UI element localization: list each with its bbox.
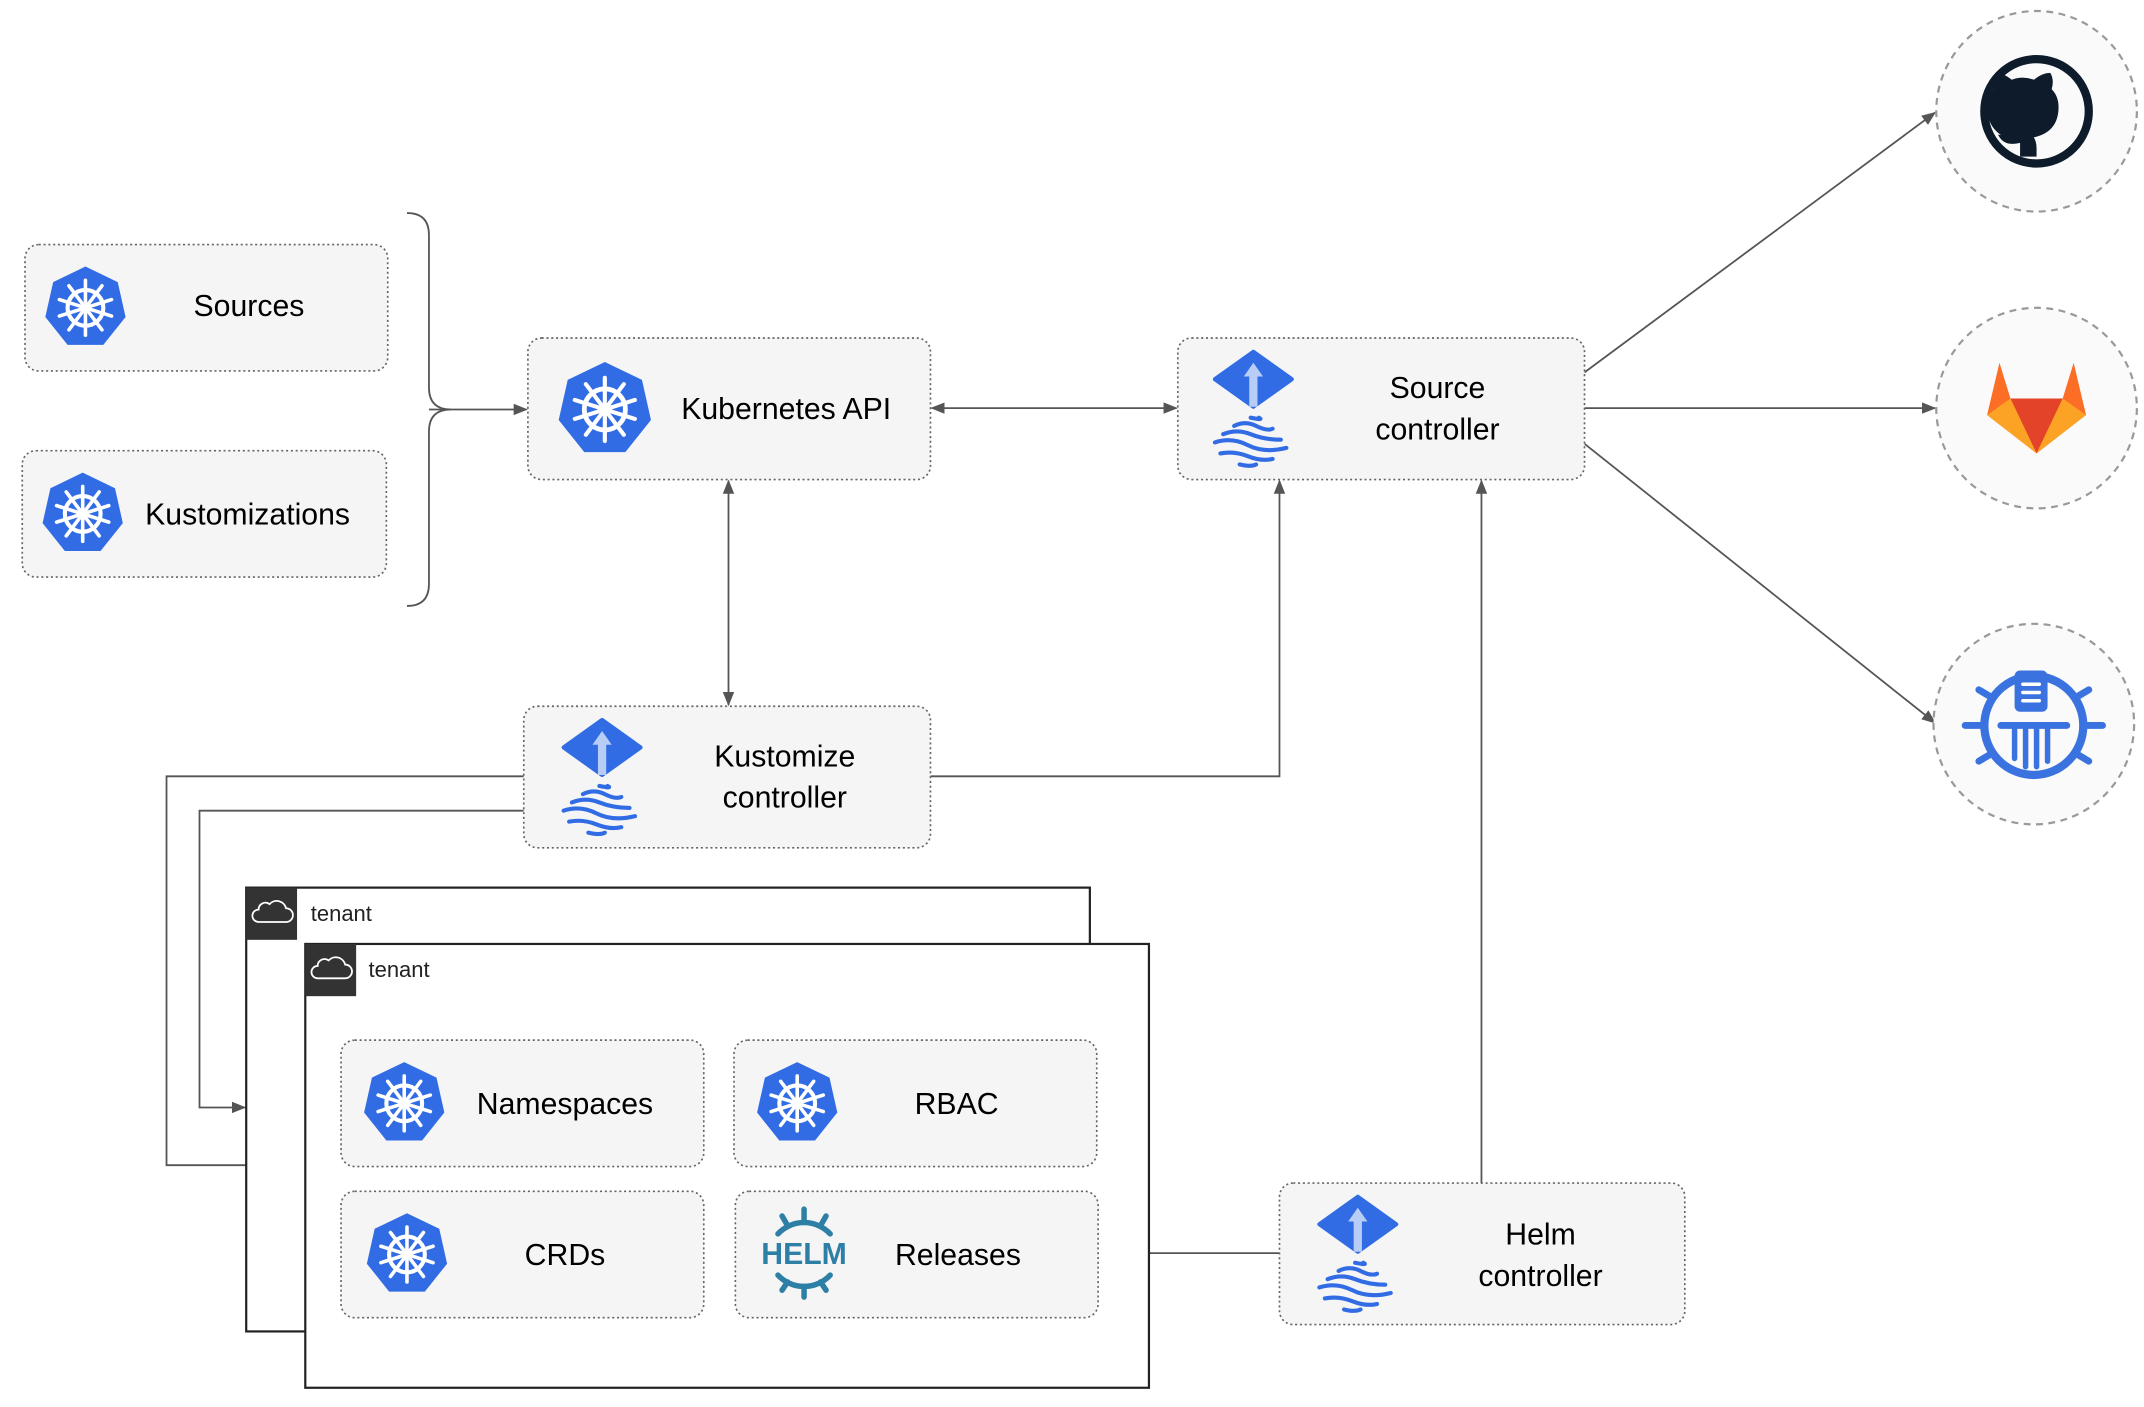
source-controller-node[interactable]: Source controller: [1176, 337, 1586, 481]
gitlab-node[interactable]: [1935, 306, 2138, 510]
rbac-label: RBAC: [915, 1088, 999, 1121]
kubernetes-api-node[interactable]: Kubernetes API: [527, 337, 932, 481]
kustomizations-label: Kustomizations: [145, 499, 350, 532]
namespaces-label: Namespaces: [477, 1088, 653, 1121]
crds-label: CRDs: [525, 1239, 606, 1272]
github-node[interactable]: [1935, 9, 2138, 213]
tenant-header-badge: [305, 943, 357, 997]
github-icon: [1980, 54, 2093, 168]
tenant-header-badge: [246, 887, 298, 940]
edges: [165, 111, 1937, 1259]
namespaces-node[interactable]: Namespaces: [340, 1039, 705, 1168]
cloud-icon: [310, 956, 353, 980]
helm-controller-label-1: Helm: [1505, 1219, 1576, 1252]
harbor-node[interactable]: [1932, 622, 2136, 826]
releases-label: Releases: [895, 1239, 1021, 1272]
gitlab-icon: [1987, 362, 2087, 454]
edge-kustomize-to-tenant-front: [165, 775, 524, 1171]
source-controller-label-2: controller: [1375, 413, 1499, 446]
harbor-icon: [1961, 670, 2106, 780]
cloud-icon: [251, 900, 294, 923]
crds-node[interactable]: CRDs: [340, 1190, 705, 1319]
tenant-label: tenant: [311, 901, 372, 926]
kubernetes-api-label: Kubernetes API: [681, 393, 891, 426]
edge-source-to-github: [1583, 111, 1937, 374]
kustomize-controller-label-2: controller: [723, 782, 847, 815]
sources-label: Sources: [194, 290, 305, 323]
edge-source-to-harbor: [1583, 443, 1937, 724]
tenant-label: tenant: [369, 957, 430, 982]
source-controller-label-1: Source: [1390, 372, 1486, 405]
edge-kustomize-to-tenant-back: [198, 809, 524, 1114]
edge-kustomize-to-source: [930, 479, 1286, 778]
releases-node[interactable]: HELM Releases: [734, 1190, 1099, 1319]
kustomize-controller-node[interactable]: Kustomize controller: [522, 705, 932, 849]
kustomize-controller-label-1: Kustomize: [714, 740, 855, 773]
kustomizations-node[interactable]: Kustomizations: [21, 449, 388, 578]
helm-icon: HELM: [761, 1206, 847, 1300]
sources-node[interactable]: Sources: [24, 243, 389, 372]
helm-controller-label-2: controller: [1478, 1260, 1602, 1293]
helm-logo-text: HELM: [761, 1238, 847, 1271]
helm-controller-node[interactable]: Helm controller: [1278, 1182, 1686, 1326]
rbac-node[interactable]: RBAC: [733, 1039, 1098, 1168]
